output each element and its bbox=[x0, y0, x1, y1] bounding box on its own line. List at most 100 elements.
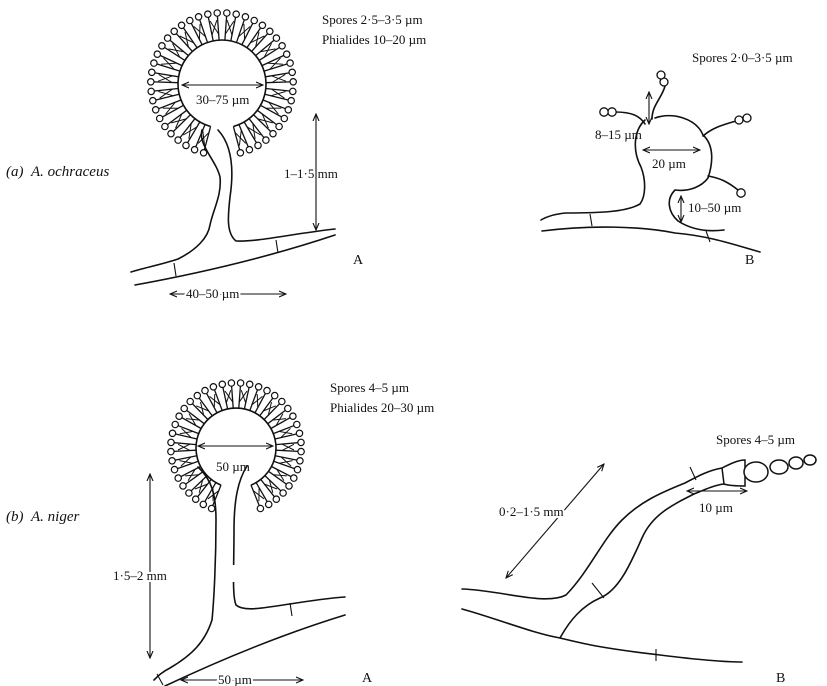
row-b-spores-label: Spores 4–5 µm bbox=[330, 380, 409, 395]
row-b-head-spore bbox=[266, 501, 272, 507]
row-b-b-spore bbox=[770, 460, 788, 474]
row-a-head-spore bbox=[290, 88, 296, 94]
row-b-head-metula bbox=[257, 394, 258, 408]
row-b-head-spore bbox=[180, 483, 186, 489]
row-a-head-phialide bbox=[265, 94, 288, 100]
row-b-b-spore bbox=[789, 457, 803, 469]
row-a-b-septum bbox=[590, 214, 592, 226]
row-a-head-spore bbox=[164, 35, 170, 41]
row-b-head-spore bbox=[208, 505, 214, 511]
row-a-head-spore bbox=[279, 43, 285, 49]
row-b-b-conidiophore-top bbox=[462, 468, 722, 599]
row-b-b-septum bbox=[592, 583, 604, 598]
row-a-septum bbox=[174, 263, 176, 276]
row-a-hypha-width-label: 40–50 µm bbox=[186, 286, 239, 301]
row-b-head-spore bbox=[296, 430, 302, 436]
row-b-head-spore bbox=[297, 458, 303, 464]
row-a-head-spore bbox=[242, 14, 248, 20]
row-a-head-spore bbox=[246, 147, 252, 153]
row-a-head-spore bbox=[281, 115, 287, 121]
row-a-septum bbox=[276, 240, 278, 253]
row-a-head-spore bbox=[159, 43, 165, 49]
row-b-panel-a: 50 µm 1·5–2 mm 50 µm Spores 4–5 µm Phial… bbox=[113, 380, 434, 686]
row-b-head-spore bbox=[200, 501, 206, 507]
row-a-head-spore bbox=[148, 88, 154, 94]
row-a-head-phialide bbox=[266, 82, 290, 83]
row-b-head-spore bbox=[194, 392, 200, 398]
row-a-head-spore bbox=[157, 115, 163, 121]
row-b-head-spore bbox=[176, 413, 182, 419]
row-b-head-phialide bbox=[174, 443, 196, 445]
row-a-head-phialide bbox=[159, 100, 181, 109]
row-a-head-spore bbox=[191, 147, 197, 153]
row-a: (a) A. ochraceus 30–75 µm 1–1·5 mm 40–50… bbox=[6, 10, 793, 301]
row-a-head-spore bbox=[288, 98, 294, 104]
row-a-head-phialide bbox=[266, 89, 290, 92]
row-a-head-spore bbox=[273, 35, 279, 41]
row-a-b-phialide bbox=[652, 86, 665, 119]
row-a-head-spore bbox=[251, 17, 257, 23]
row-a-head-phialide bbox=[265, 73, 289, 77]
row-a-head-metula bbox=[271, 92, 286, 96]
row-a-head-phialide bbox=[217, 16, 219, 40]
row-a-vesicle-label: 30–75 µm bbox=[196, 92, 249, 107]
row-b-head-spore bbox=[169, 430, 175, 436]
row-b-septum bbox=[290, 603, 292, 616]
row-b-panel-a-label: A bbox=[362, 671, 373, 686]
row-b-b-spore bbox=[744, 462, 768, 482]
row-b-b-phialide bbox=[722, 460, 745, 486]
row-a-head-spore bbox=[233, 11, 239, 17]
row-b-head-phialide bbox=[232, 386, 234, 408]
row-a-b-vesicle-label: 20 µm bbox=[652, 156, 686, 171]
row-a-head-spore bbox=[168, 131, 174, 137]
row-b-b-conidiophore-label: 0·2–1·5 mm bbox=[499, 504, 564, 519]
row-a-head-phialide bbox=[156, 94, 179, 100]
row-b-head-phialide bbox=[175, 456, 197, 460]
row-a-head-spore bbox=[154, 51, 160, 57]
row-a-head-spore bbox=[149, 69, 155, 75]
row-a-b-septum bbox=[706, 231, 710, 242]
row-a-head-spore bbox=[183, 142, 189, 148]
row-a-b-phialide bbox=[615, 112, 645, 124]
row-b-phialides-label: Phialides 20–30 µm bbox=[330, 400, 434, 415]
row-b-head-phialide bbox=[276, 450, 298, 451]
row-b-head-phialide bbox=[275, 456, 297, 460]
row-b-head-phialide bbox=[239, 386, 241, 408]
row-a-head-phialide bbox=[254, 115, 271, 132]
row-b-septum bbox=[157, 674, 163, 685]
row-a-head-spore bbox=[255, 142, 261, 148]
row-b-head-spore bbox=[298, 439, 304, 445]
row-a-head-spore bbox=[205, 11, 211, 17]
row-a-head-spore bbox=[178, 22, 184, 28]
row-b-head-spore bbox=[187, 398, 193, 404]
row-a-head-vesicle bbox=[178, 40, 266, 126]
row-b-head-spore bbox=[169, 458, 175, 464]
row-a-b-spore bbox=[608, 108, 616, 116]
row-a-head-spore bbox=[289, 69, 295, 75]
row-a-head-spore bbox=[153, 107, 159, 113]
row-a-head-phialide bbox=[176, 34, 192, 52]
row-a-stipe-right bbox=[218, 130, 335, 241]
row-a-head-phialide bbox=[233, 127, 239, 150]
row-b-head-phialide bbox=[276, 443, 298, 445]
row-a-b-spore bbox=[735, 116, 743, 124]
row-b-label: (b) A. niger bbox=[6, 509, 79, 525]
row-a-head-spore bbox=[267, 28, 273, 34]
row-a-b-spore bbox=[600, 108, 608, 116]
row-b-head-spore bbox=[247, 381, 253, 387]
row-b-head-spore bbox=[175, 475, 181, 481]
row-a-hypha-bottom bbox=[135, 235, 335, 285]
row-b-panel-b: 0·2–1·5 mm 10 µm Spores 4–5 µm B bbox=[462, 432, 816, 686]
row-a-head-phialide bbox=[200, 20, 208, 43]
row-b-head-spore bbox=[290, 413, 296, 419]
row-a-head-spore bbox=[259, 22, 265, 28]
row-b-head-metula bbox=[241, 390, 245, 403]
row-b-head-phialide bbox=[251, 485, 259, 505]
row-a-head-spore bbox=[151, 60, 157, 66]
row-a-head-phialide bbox=[173, 115, 190, 132]
row-a-label: (a) A. ochraceus bbox=[6, 164, 109, 180]
row-a-b-spores-label: Spores 2·0–3·5 µm bbox=[692, 50, 793, 65]
row-b-b-spore-chain-label: 10 µm bbox=[699, 500, 733, 515]
row-b-head-spore bbox=[193, 496, 199, 502]
row-a-b-phialide bbox=[708, 176, 738, 190]
